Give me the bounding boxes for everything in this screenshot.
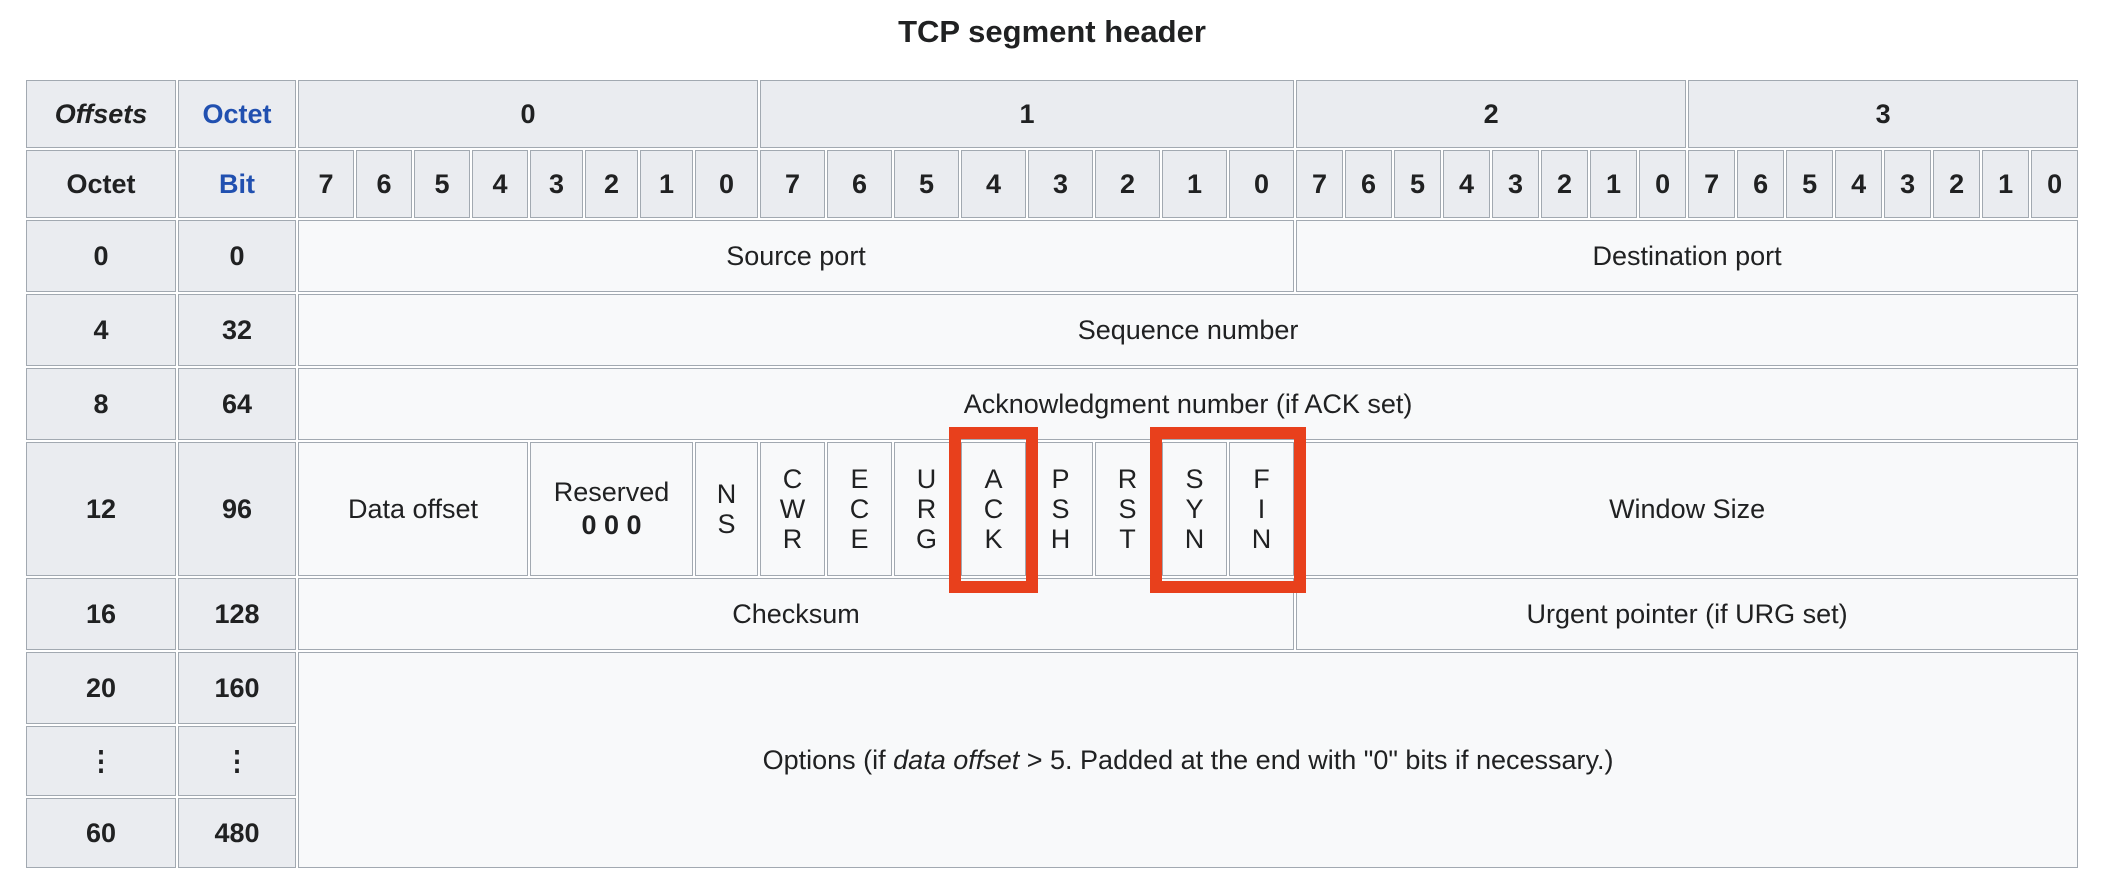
diagram-title: TCP segment header [898, 14, 1206, 49]
row-options-start: 20 160 Options (if data offset > 5. Padd… [26, 652, 2079, 868]
octet-group-row: Offsets Octet 0 1 2 3 [26, 80, 2079, 148]
bit-header: 1 [1162, 150, 1228, 218]
row-checksum: 16 128 Checksum Urgent pointer (if URG s… [26, 578, 2079, 650]
bit-header: 0 [1229, 150, 1295, 218]
bit-header: 2 [1541, 150, 1589, 218]
row-sequence: 4 32 Sequence number [26, 294, 2079, 366]
bit-header: 7 [298, 150, 354, 218]
bit-header: 0 [2031, 150, 2079, 218]
bit-offset-label: 0 [178, 220, 296, 292]
flag-syn: S Y N [1162, 442, 1228, 576]
reserved-field: Reserved 0 0 0 [530, 442, 693, 576]
row-acknowledgment: 8 64 Acknowledgment number (if ACK set) [26, 368, 2079, 440]
reserved-label: Reserved [553, 477, 670, 507]
bit-header: 1 [1982, 150, 2030, 218]
bit-header: 6 [356, 150, 412, 218]
window-size-field: Window Size [1296, 442, 2079, 576]
options-text-prefix: Options (if [762, 744, 894, 775]
sequence-number-field: Sequence number [298, 294, 2079, 366]
octet-axis-label: Octet [26, 150, 176, 218]
bit-header: 4 [472, 150, 528, 218]
bit-header: 2 [585, 150, 638, 218]
row-options-ellipsis: ⋮ ⋮ [26, 726, 2078, 796]
bit-header: 5 [894, 150, 960, 218]
octet-group-2: 2 [1296, 80, 1687, 148]
row-ports: 0 0 Source port Destination port [26, 220, 2079, 292]
octet-group-1: 1 [760, 80, 1295, 148]
bit-offset-label: 160 [178, 652, 296, 724]
bit-header: 3 [1492, 150, 1540, 218]
byte-offset-label: 16 [26, 578, 176, 650]
bit-axis-label: Bit [178, 150, 296, 218]
bit-header: 2 [1933, 150, 1981, 218]
bit-header: 5 [1786, 150, 1834, 218]
bit-header: 3 [1884, 150, 1932, 218]
byte-offset-label: 60 [26, 798, 176, 868]
source-port-field: Source port [298, 220, 1295, 292]
bit-header: 6 [1737, 150, 1785, 218]
octet-corner-label: Octet [178, 80, 296, 148]
ack-flag-highlight-box [949, 427, 1038, 593]
flag-fin: F I N [1229, 442, 1295, 576]
bit-header: 1 [640, 150, 693, 218]
checksum-field: Checksum [298, 578, 1295, 650]
syn-fin-highlight-box [1150, 427, 1306, 593]
data-offset-field: Data offset [298, 442, 528, 576]
octet-group-0: 0 [298, 80, 759, 148]
row-flags: 12 96 Data offset Reserved 0 0 0 N S C W… [26, 442, 2079, 576]
bit-offset-ellipsis: ⋮ [178, 726, 296, 796]
bit-header: 5 [1394, 150, 1442, 218]
row-options-end: 60 480 [26, 798, 2078, 868]
bit-header: 1 [1590, 150, 1638, 218]
bit-number-row: Octet Bit 7 6 5 4 3 2 1 0 7 6 5 4 3 2 1 … [26, 150, 2079, 218]
octet-group-3: 3 [1688, 80, 2079, 148]
bit-header: 7 [1688, 150, 1736, 218]
flag-urg: U R G [894, 442, 960, 576]
bit-offset-label: 96 [178, 442, 296, 576]
bit-header: 7 [1296, 150, 1344, 218]
bit-header: 3 [530, 150, 583, 218]
bit-header: 7 [760, 150, 826, 218]
flag-cwr: C W R [760, 442, 826, 576]
tcp-header-table: Offsets Octet 0 1 2 3 Octet Bit 7 6 5 4 … [24, 78, 2080, 870]
bit-header: 4 [1835, 150, 1883, 218]
flag-ns: N S [695, 442, 759, 576]
bit-offset-label: 128 [178, 578, 296, 650]
flag-ece: E C E [827, 442, 893, 576]
byte-offset-label: 0 [26, 220, 176, 292]
byte-offset-label: 4 [26, 294, 176, 366]
bit-header: 5 [414, 150, 470, 218]
urgent-pointer-field: Urgent pointer (if URG set) [1296, 578, 2079, 650]
bit-header: 4 [1443, 150, 1491, 218]
options-field: Options (if data offset > 5. Padded at t… [298, 652, 2079, 868]
bit-header: 6 [827, 150, 893, 218]
bit-offset-label: 64 [178, 368, 296, 440]
byte-offset-ellipsis: ⋮ [26, 726, 176, 796]
bit-header: 6 [1345, 150, 1393, 218]
bit-header: 0 [1639, 150, 1687, 218]
offsets-corner-label: Offsets [26, 80, 176, 148]
reserved-bits: 0 0 0 [581, 510, 642, 540]
flag-ack: A C K [961, 442, 1027, 576]
bit-header: 2 [1095, 150, 1161, 218]
bit-header: 3 [1028, 150, 1094, 218]
destination-port-field: Destination port [1296, 220, 2079, 292]
byte-offset-label: 12 [26, 442, 176, 576]
bit-offset-label: 32 [178, 294, 296, 366]
byte-offset-label: 8 [26, 368, 176, 440]
byte-offset-label: 20 [26, 652, 176, 724]
options-text-italic: data offset [893, 744, 1020, 775]
options-text-suffix: > 5. Padded at the end with "0" bits if … [1019, 744, 1614, 775]
bit-header: 4 [961, 150, 1027, 218]
bit-header: 0 [695, 150, 759, 218]
bit-offset-label: 480 [178, 798, 296, 868]
